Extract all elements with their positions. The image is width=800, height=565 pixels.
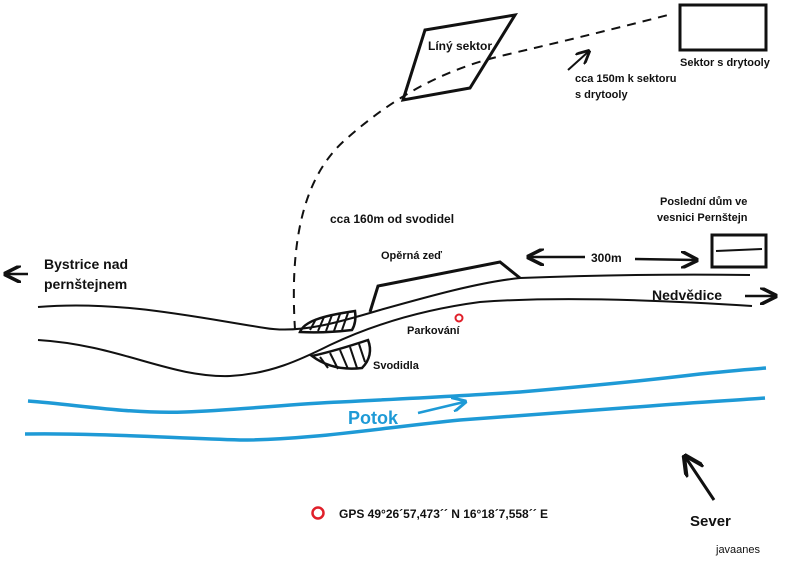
stream-arrow-icon bbox=[417, 402, 464, 415]
gps-marker-icon bbox=[311, 506, 325, 520]
distance-300-label: 300m bbox=[591, 251, 622, 265]
path-arrow-icon bbox=[567, 52, 588, 71]
parking-marker-icon bbox=[454, 313, 464, 323]
road-edge-bottom bbox=[37, 298, 753, 378]
lazy-sector-label: Líný sektor bbox=[428, 39, 492, 53]
right-town-label: Nedvědice bbox=[652, 287, 722, 303]
last-house-label-line1: Poslední dům ve bbox=[660, 196, 747, 208]
distance-arrow-right-icon bbox=[634, 259, 695, 260]
left-town-label-line2: pernštejnem bbox=[44, 276, 127, 292]
last-house-shape bbox=[710, 233, 768, 269]
from-barriers-label: cca 160m od svodidel bbox=[330, 212, 454, 226]
left-town-label-line1: Bystrice nad bbox=[44, 256, 128, 272]
stream-edge-top bbox=[27, 366, 767, 415]
lazy-sector-shape bbox=[400, 12, 519, 102]
path-to-dry-label-line1: cca 150m k sektoru bbox=[575, 73, 677, 85]
stream-edge-bottom bbox=[24, 396, 766, 442]
parking-label: Parkování bbox=[407, 325, 461, 337]
last-house-label-line2: vesnici Pernštejn bbox=[657, 212, 748, 224]
dry-sector-label: Sektor s drytooly bbox=[680, 57, 771, 69]
road-edge-top bbox=[37, 273, 751, 331]
retaining-wall-shape bbox=[368, 260, 521, 313]
barriers-label: Svodidla bbox=[373, 360, 420, 372]
north-label: Sever bbox=[690, 513, 731, 530]
stream-label: Potok bbox=[348, 408, 399, 428]
dashed-path bbox=[292, 14, 669, 331]
north-arrow-icon bbox=[686, 458, 716, 501]
retaining-wall-label: Opěrná zeď bbox=[381, 250, 442, 262]
dry-sector-shape bbox=[678, 3, 768, 52]
author-label: javaanes bbox=[715, 544, 761, 556]
gps-label: GPS 49°26´57,473´´ N 16°18´7,558´´ E bbox=[339, 507, 548, 521]
path-to-dry-label-line2: s drytooly bbox=[575, 89, 628, 101]
